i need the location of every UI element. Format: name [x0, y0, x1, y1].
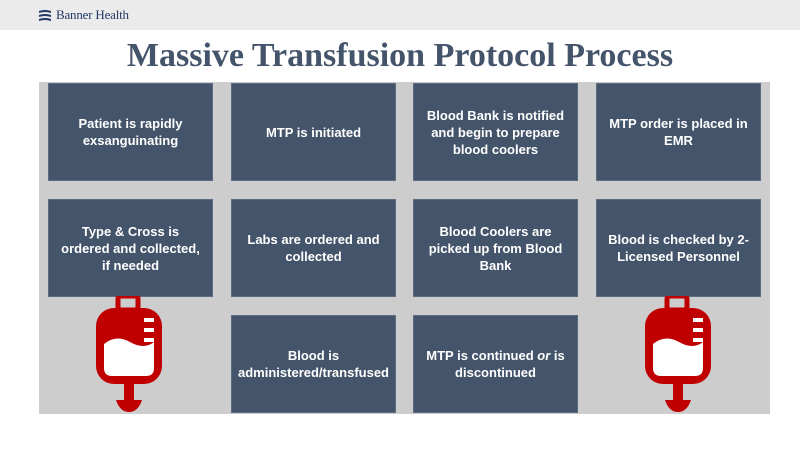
- step-mtp-continued-or-discontinued: MTP is continued or is discontinued: [413, 315, 578, 413]
- step-text: MTP is continued or is discontinued: [426, 348, 565, 380]
- step-mtp-initiated: MTP is initiated: [231, 83, 396, 181]
- step-mtp-order-placed: MTP order is placed in EMR: [596, 83, 761, 181]
- step-labs-ordered: Labs are ordered and collected: [231, 199, 396, 297]
- blood-bag-icon: [96, 296, 162, 412]
- step-blood-bank-notified: Blood Bank is notified and begin to prep…: [413, 83, 578, 181]
- logo-text: Banner Health: [56, 7, 129, 22]
- step-blood-checked: Blood is checked by 2-Licensed Personnel: [596, 199, 761, 297]
- banner-health-logo: Banner Health: [38, 6, 129, 24]
- step-patient-exsanguinating: Patient is rapidly exsanguinating: [48, 83, 213, 181]
- page-title: Massive Transfusion Protocol Process: [126, 37, 674, 74]
- step-type-and-cross: Type & Cross is ordered and collected, i…: [48, 199, 213, 297]
- step-blood-administered: Blood is administered/transfused: [231, 315, 396, 413]
- step-coolers-picked-up: Blood Coolers are picked up from Blood B…: [413, 199, 578, 297]
- blood-bag-icon: [645, 296, 711, 412]
- top-bar: Banner Health: [0, 0, 800, 30]
- banner-logo-icon: [39, 10, 51, 21]
